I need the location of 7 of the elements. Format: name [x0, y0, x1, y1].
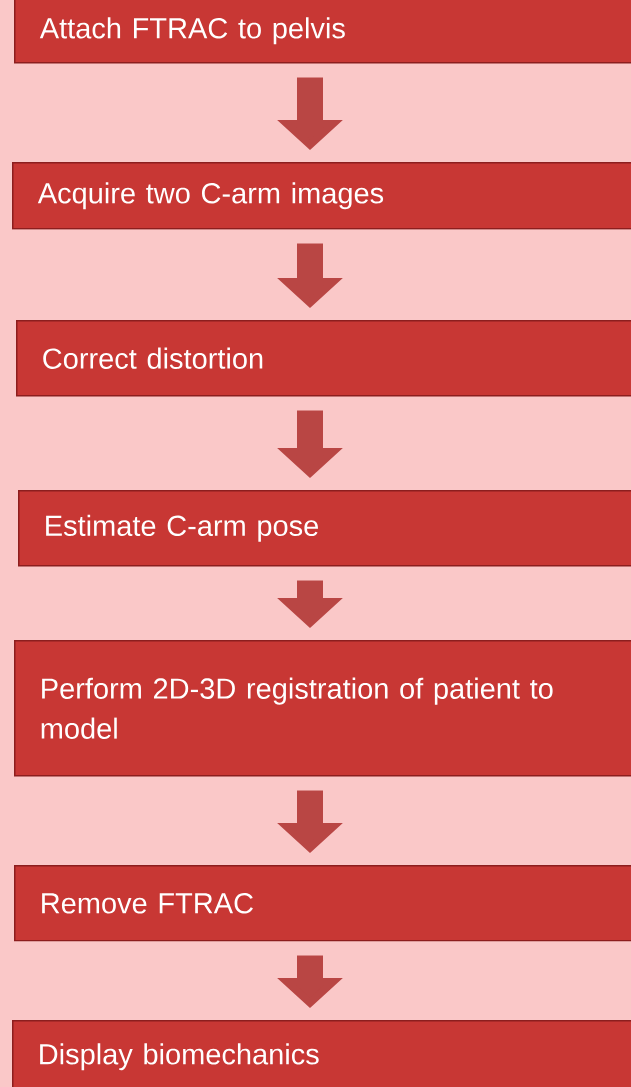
step-box: Display biomechanics — [12, 1020, 631, 1087]
step-box: Remove FTRAC — [14, 865, 631, 942]
step-box: Attach FTRAC to pelvis — [14, 0, 631, 64]
step-box: Correct distortion — [16, 320, 631, 397]
step-box: Estimate C-arm pose — [18, 490, 631, 567]
step-box: Perform 2D-3D registration of patient to model — [14, 640, 631, 777]
step-box: Acquire two C-arm images — [12, 162, 631, 230]
